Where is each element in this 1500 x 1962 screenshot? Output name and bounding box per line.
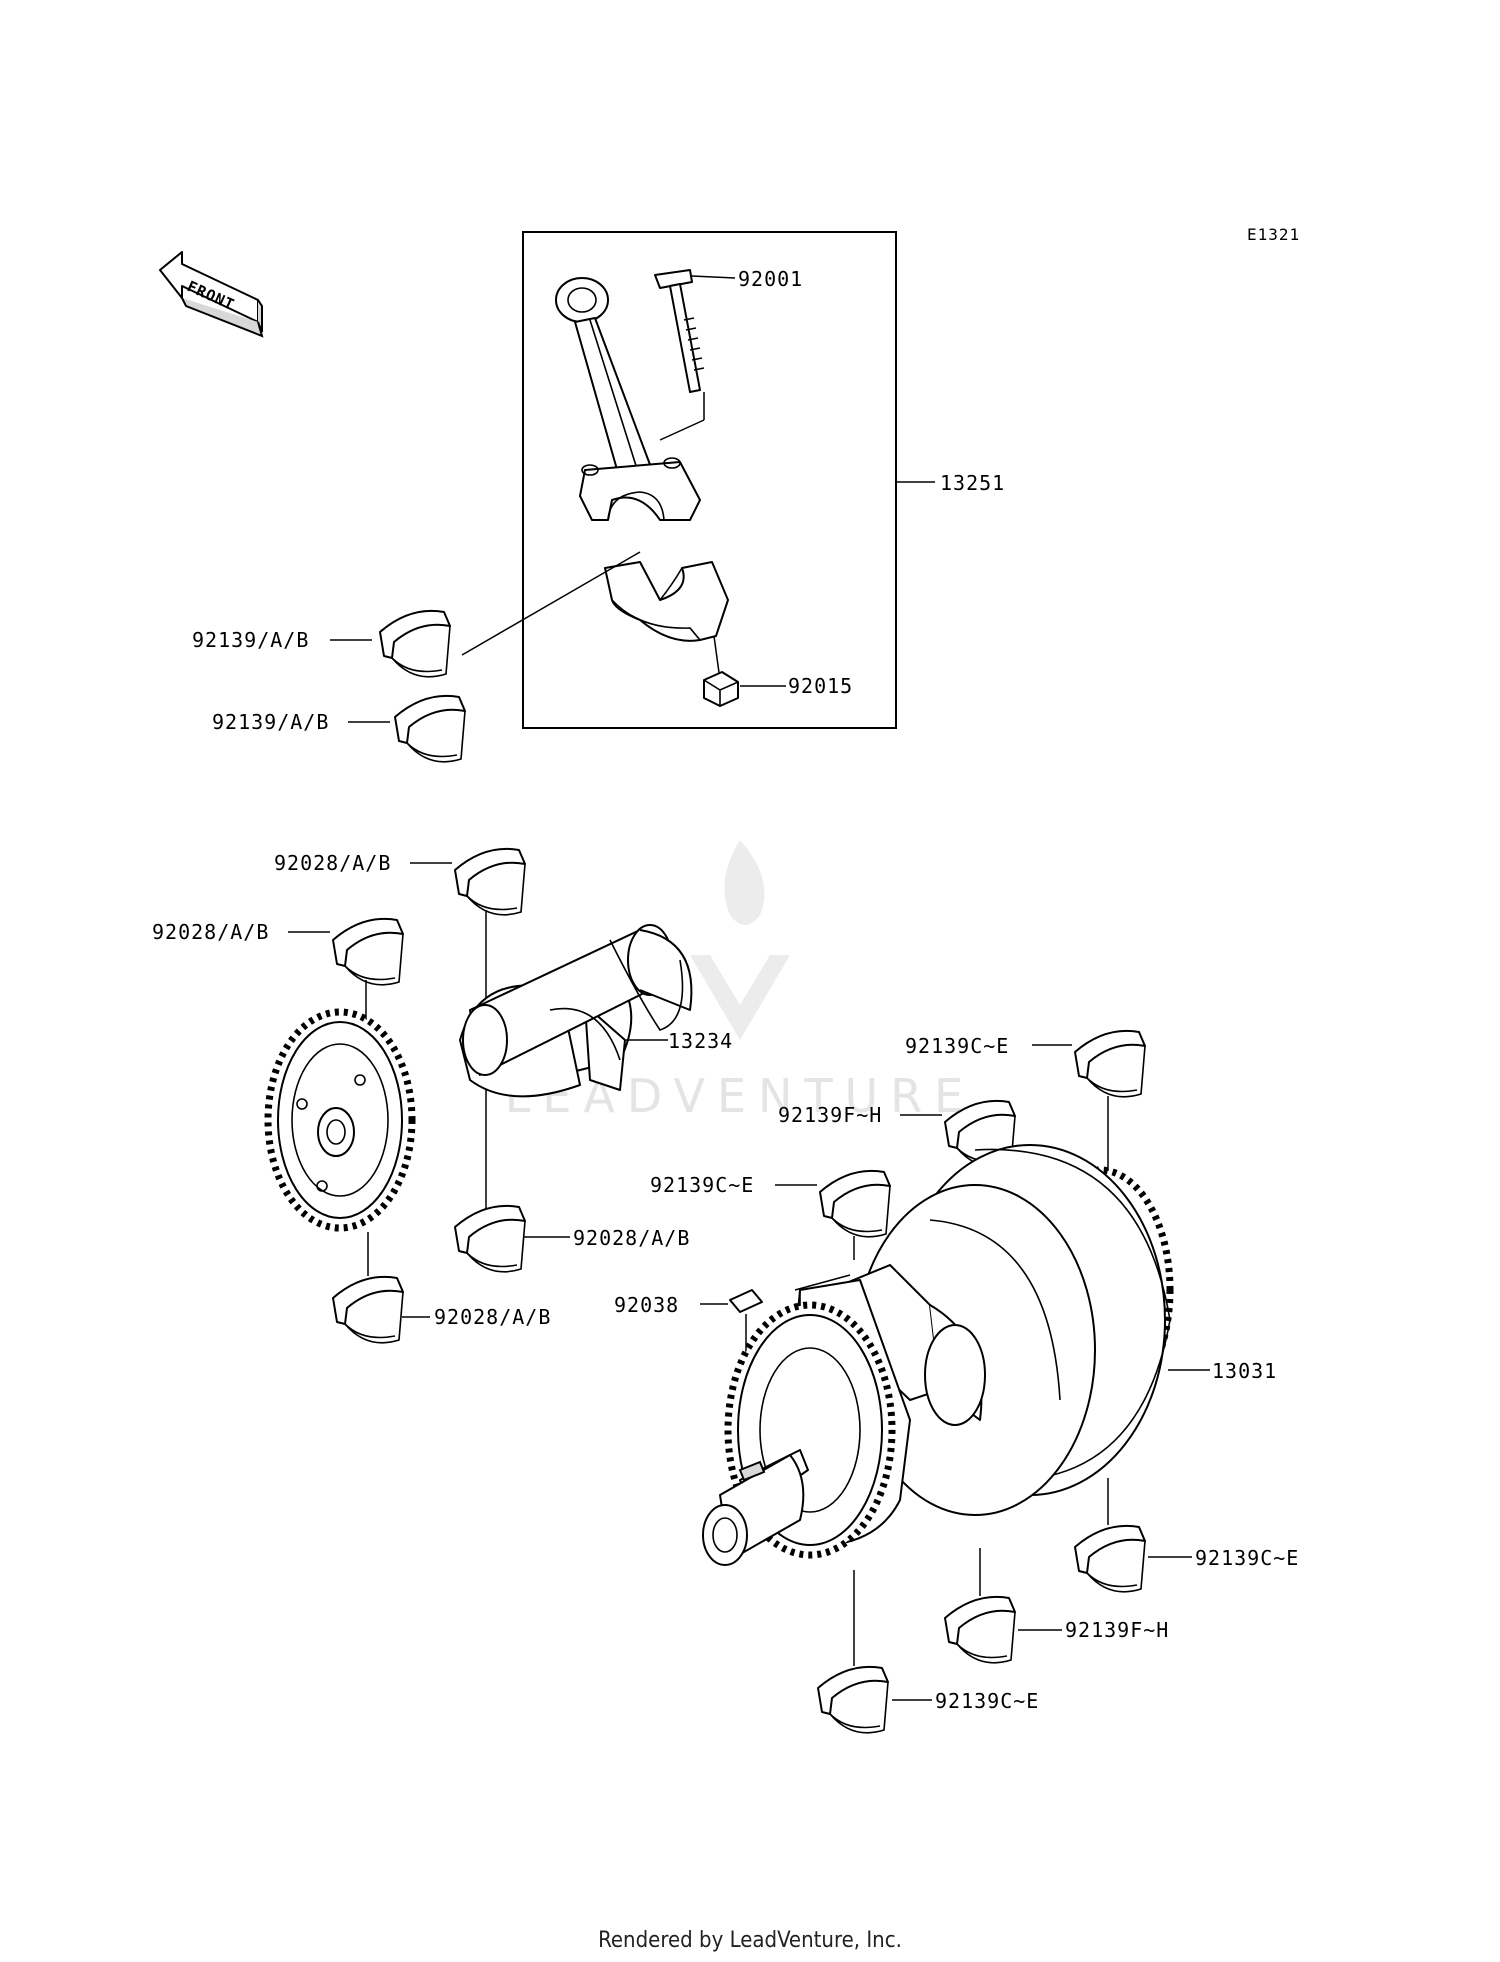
callout-13251: 13251: [940, 471, 1005, 495]
callout-92139ce-top-right: 92139C~E: [905, 1034, 1009, 1058]
crank-bearing-left: [775, 1169, 891, 1260]
callout-92028-ab-1: 92028/A/B: [274, 851, 391, 875]
balancer-bearing-3: [454, 1204, 570, 1273]
balancer-gear: [264, 1008, 416, 1232]
callout-92139ce-lower-right: 92139C~E: [1195, 1546, 1299, 1570]
balancer-bearing-4: [332, 1232, 430, 1344]
balancer-shaft: [459, 924, 693, 1098]
connecting-rod: [555, 277, 701, 521]
conrod-bolt: [654, 269, 736, 441]
callout-92015: 92015: [788, 674, 853, 698]
callout-92001: 92001: [738, 267, 803, 291]
crank-bearing-lower-left: [817, 1570, 932, 1734]
footer-credit: Rendered by LeadVenture, Inc.: [598, 1928, 902, 1953]
callout-13031: 13031: [1212, 1359, 1277, 1383]
conrod-cap: [604, 561, 729, 681]
crank-bearing-lower-right: [1074, 1478, 1192, 1593]
callout-92028-ab-3: 92028/A/B: [573, 1226, 690, 1250]
watermark-text: LEADVENTURE: [505, 1069, 976, 1123]
callout-92038: 92038: [614, 1293, 679, 1317]
callout-92028-ab-4: 92028/A/B: [434, 1305, 551, 1329]
watermark: LEADVENTURE: [505, 840, 976, 1123]
callout-92139ce-left: 92139C~E: [650, 1173, 754, 1197]
callout-92139ce-lower-left: 92139C~E: [935, 1689, 1039, 1713]
conrod-bearing-lower: [348, 694, 466, 763]
front-arrow-icon: FRONT: [159, 251, 264, 338]
crank-bearing-lower-mid: [944, 1548, 1062, 1664]
callout-92139-ab-lower: 92139/A/B: [212, 710, 329, 734]
callout-92139fh-mid: 92139F~H: [778, 1103, 882, 1127]
callout-92028-ab-2: 92028/A/B: [152, 920, 269, 944]
callout-92139-ab-upper: 92139/A/B: [192, 628, 309, 652]
conrod-nut: [703, 671, 786, 707]
diagram-code: E1321: [1247, 225, 1300, 244]
crankshaft: [702, 1144, 1210, 1566]
callout-92139fh-lower-mid: 92139F~H: [1065, 1618, 1169, 1642]
conrod-assembly-box: [522, 231, 897, 729]
callout-13234: 13234: [668, 1029, 733, 1053]
conrod-bearing-upper: [330, 551, 641, 678]
